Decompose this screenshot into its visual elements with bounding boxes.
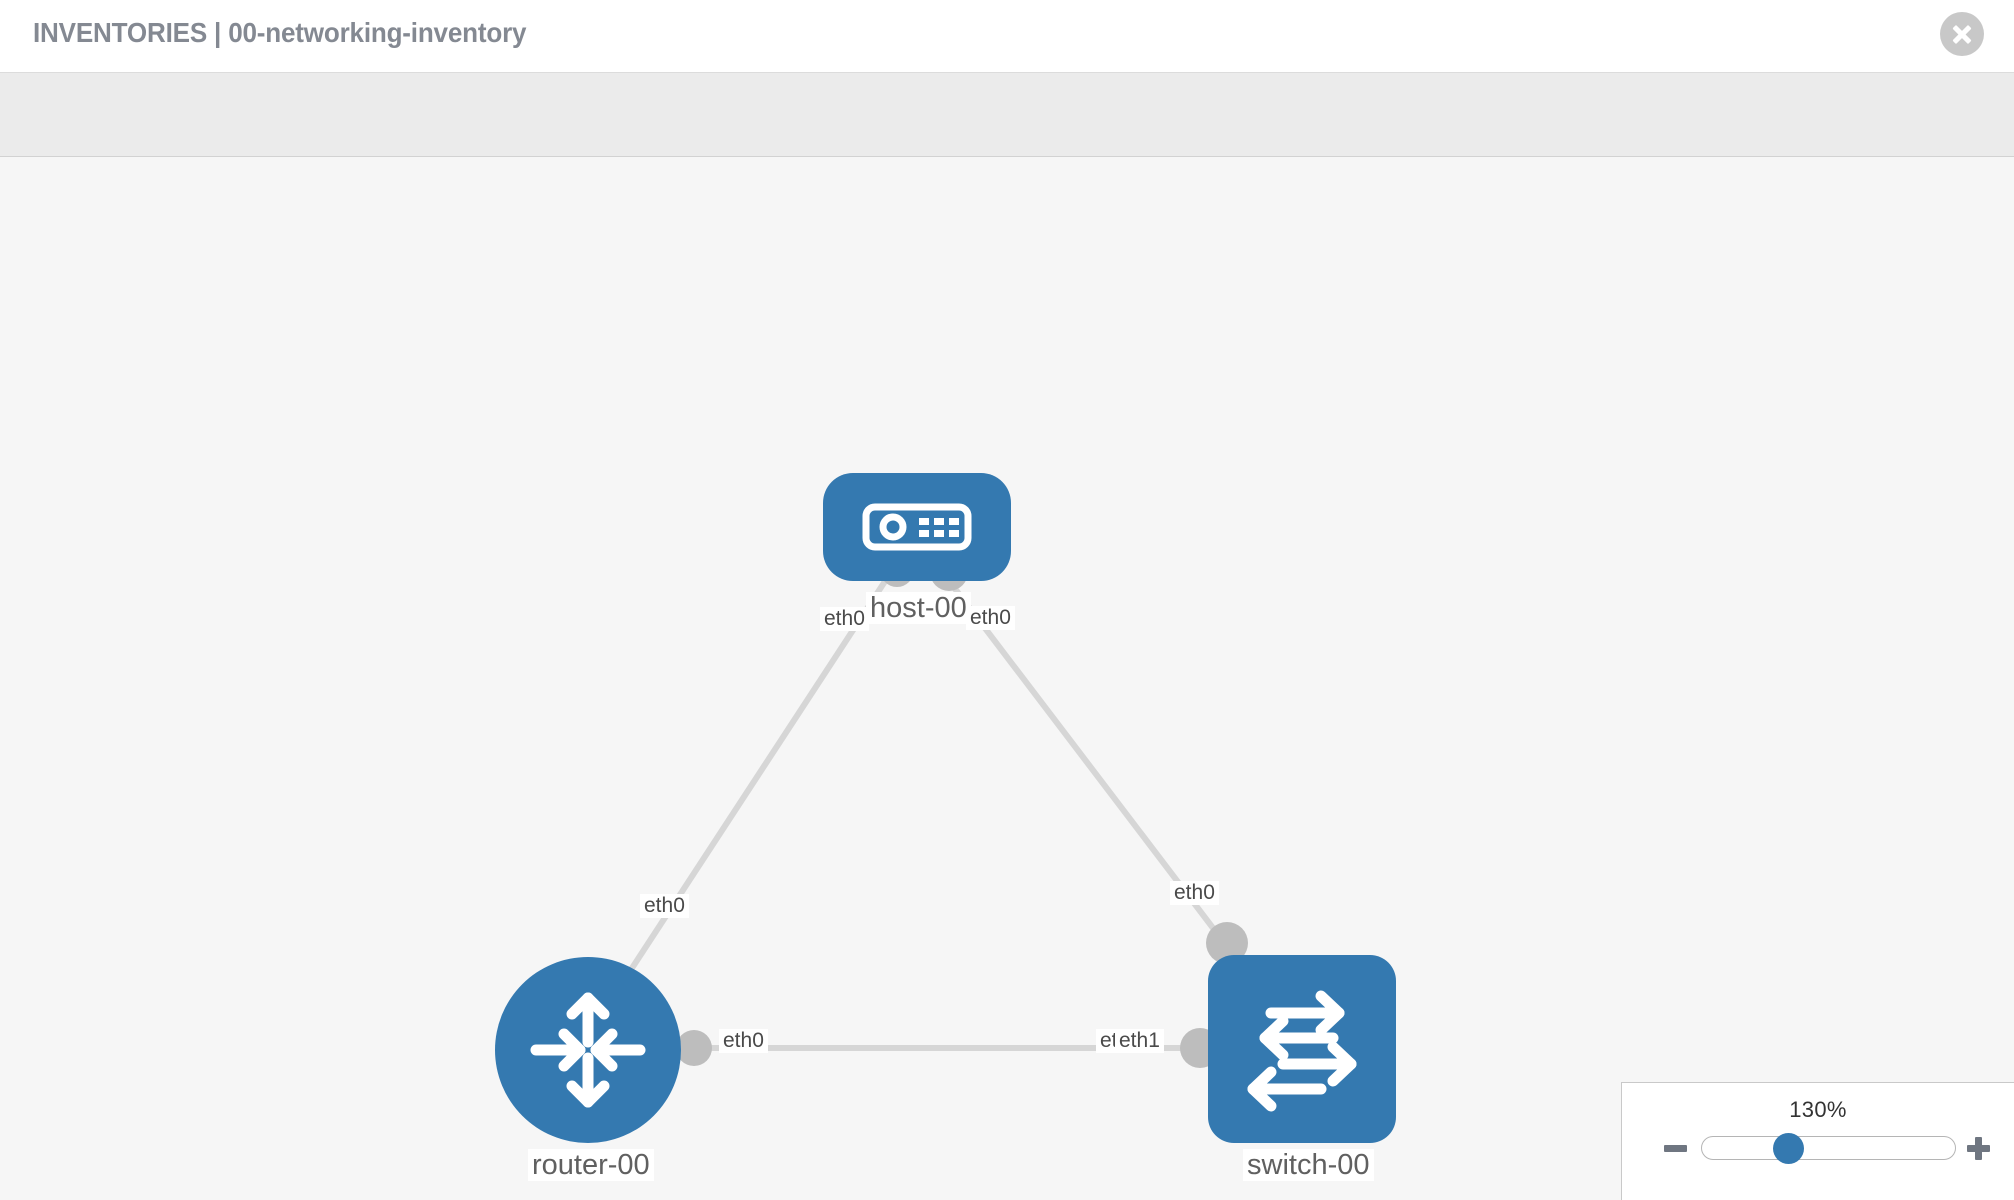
interface-label-router-right: eth0 [719,1029,768,1054]
plus-icon[interactable] [1967,1134,1990,1162]
node-switch-00[interactable] [1208,955,1396,1143]
node-host-00[interactable] [823,473,1011,581]
close-icon[interactable] [1940,12,1984,56]
node-router-00[interactable] [495,957,681,1143]
node-label-host-00: host-00 [866,592,971,625]
zoom-slider-track[interactable] [1701,1136,1956,1160]
interface-label-router-up: eth0 [640,894,689,919]
interface-label-host-right: eth0 [966,606,1015,631]
interface-label-switch-left-over: eth1 [1115,1029,1164,1054]
topology-edges [597,567,1238,1051]
page-title: INVENTORIES | 00-networking-inventory [33,17,527,48]
node-label-switch-00: switch-00 [1243,1149,1374,1182]
switch-icon [1247,990,1357,1112]
node-host-00-shape[interactable] [823,473,1011,581]
interface-label-host-left: eth0 [820,607,869,632]
node-switch-00-shape[interactable] [1208,955,1396,1143]
router-icon [530,992,646,1108]
topology-canvas[interactable]: eth0 host-00 eth0 [0,157,2014,1200]
minus-icon[interactable] [1664,1145,1687,1152]
server-icon [862,503,972,551]
toolbar: ACTIONS SEARCH [0,72,2014,215]
zoom-control-panel: 130% [1621,1082,2014,1200]
port-router-right[interactable] [676,1030,712,1066]
node-router-00-shape[interactable] [495,957,681,1143]
edge-host-router [597,567,896,1019]
zoom-slider-thumb[interactable] [1773,1133,1804,1164]
page-header: INVENTORIES | 00-networking-inventory [0,0,2014,72]
zoom-level-value: 130% [1789,1097,1847,1122]
node-label-router-00: router-00 [528,1149,654,1182]
interface-label-switch-up: eth0 [1170,881,1219,906]
